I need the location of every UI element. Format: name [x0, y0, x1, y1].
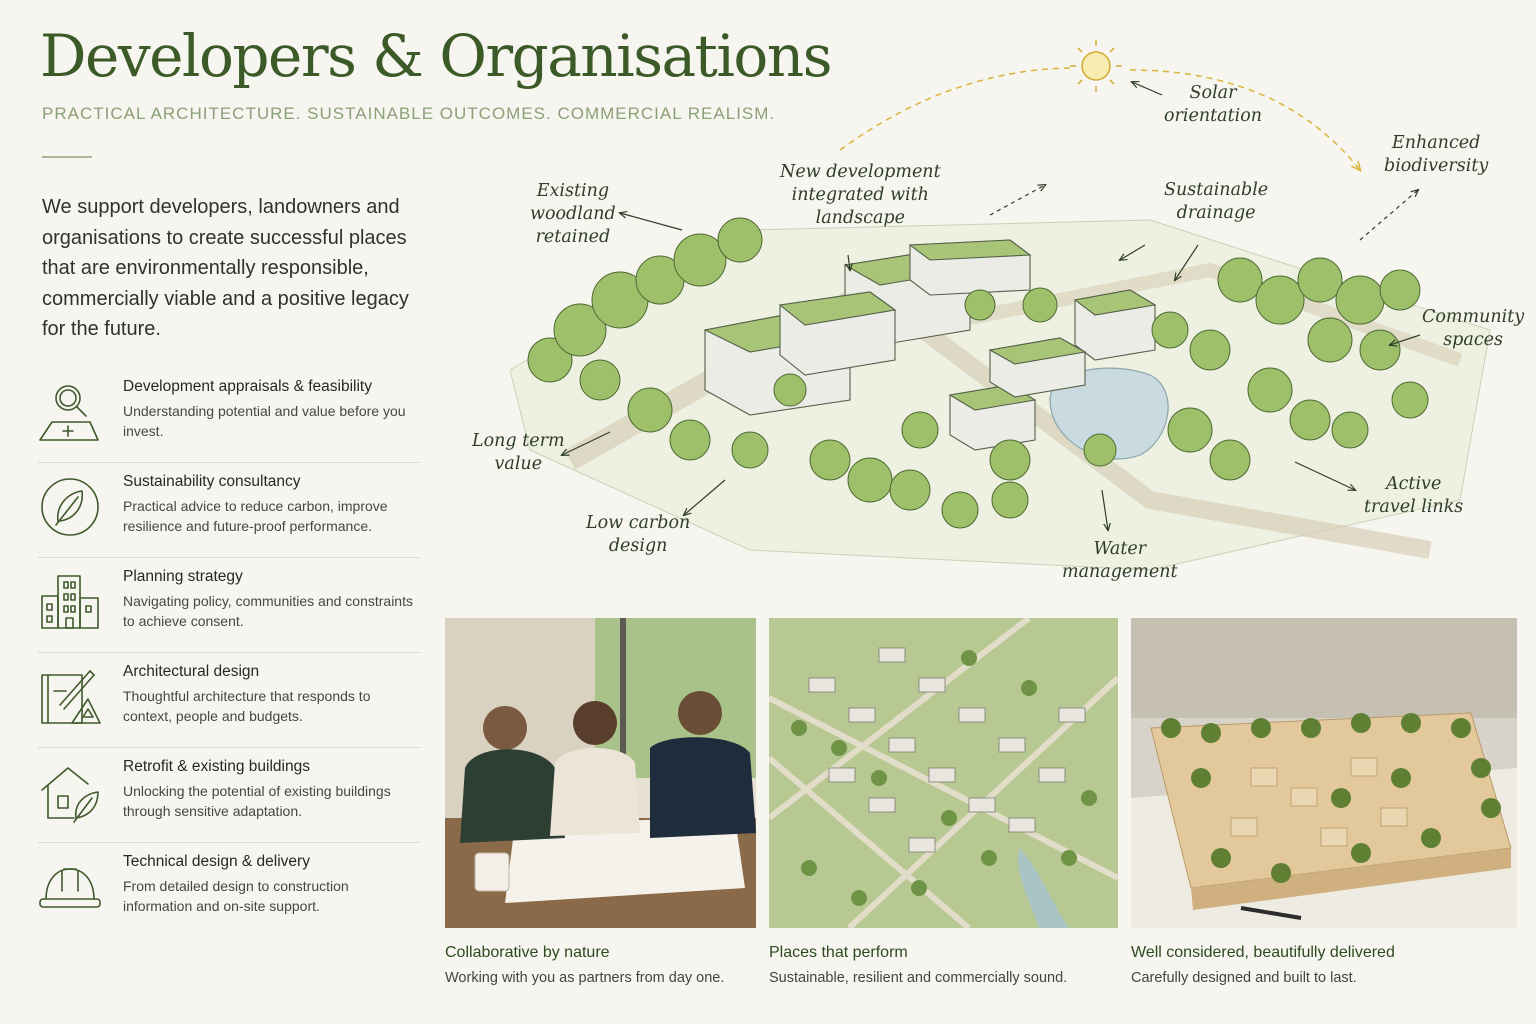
- sun-icon: [1070, 40, 1122, 92]
- annotation-low-carbon: Low carbon design: [586, 513, 691, 556]
- service-description: Thoughtful architecture that responds to…: [123, 688, 371, 724]
- annotation-water-management: Water management: [1062, 539, 1178, 582]
- annotation-active-travel: Active travel links: [1364, 474, 1464, 517]
- house-leaf-icon: [38, 760, 102, 824]
- service-item[interactable]: Technical design & delivery From detaile…: [38, 843, 420, 938]
- scale-model-photo: [1131, 618, 1517, 928]
- services-list: Development appraisals & feasibility Und…: [38, 368, 420, 938]
- card-description: Carefully designed and built to last.: [1131, 970, 1357, 986]
- service-title: Sustainability consultancy: [123, 473, 301, 490]
- annotation-new-development: New development integrated with landscap…: [780, 162, 941, 228]
- service-title: Architectural design: [123, 663, 260, 680]
- card-title: Places that perform: [769, 944, 908, 961]
- annotation-solar-orientation: Solar orientation: [1164, 83, 1263, 126]
- service-description: From detailed design to construction inf…: [123, 878, 349, 914]
- aerial-development-photo: [769, 618, 1118, 928]
- service-item[interactable]: Architectural design Thoughtful architec…: [38, 653, 420, 748]
- service-title: Development appraisals & feasibility: [123, 378, 372, 395]
- card-description: Sustainable, resilient and commercially …: [769, 970, 1068, 986]
- card-title: Collaborative by nature: [445, 944, 610, 961]
- service-description: Practical advice to reduce carbon, impro…: [123, 498, 388, 534]
- service-description: Understanding potential and value before…: [123, 403, 406, 439]
- collaboration-photo: [445, 618, 756, 928]
- service-description: Unlocking the potential of existing buil…: [123, 783, 391, 819]
- annotation-sustainable-drainage: Sustainable drainage: [1164, 180, 1269, 223]
- card-description: Working with you as partners from day on…: [445, 970, 725, 986]
- buildings-icon: [38, 570, 102, 634]
- card-title: Well considered, beautifully delivered: [1131, 944, 1395, 961]
- leaf-circle-icon: [38, 475, 102, 539]
- service-item[interactable]: Retrofit & existing buildings Unlocking …: [38, 748, 420, 843]
- masterplan-illustration: [509, 40, 1491, 571]
- service-title: Planning strategy: [123, 568, 243, 585]
- drawing-tools-icon: [38, 665, 102, 729]
- page-title: Developers & Organisations: [40, 22, 832, 90]
- service-title: Retrofit & existing buildings: [123, 758, 310, 775]
- annotation-community-spaces: Community spaces: [1422, 307, 1525, 350]
- magnifier-map-icon: [38, 380, 102, 444]
- divider: [42, 156, 92, 158]
- hard-hat-icon: [38, 855, 102, 919]
- service-description: Navigating policy, communities and const…: [123, 593, 413, 629]
- intro-text: We support developers, landowners and or…: [42, 196, 409, 340]
- annotation-woodland: Existing woodland retained: [530, 181, 616, 247]
- tagline: PRACTICAL ARCHITECTURE. SUSTAINABLE OUTC…: [42, 104, 776, 123]
- service-item[interactable]: Planning strategy Navigating policy, com…: [38, 558, 420, 653]
- service-item[interactable]: Development appraisals & feasibility Und…: [38, 368, 420, 463]
- service-title: Technical design & delivery: [123, 853, 310, 870]
- service-item[interactable]: Sustainability consultancy Practical adv…: [38, 463, 420, 558]
- annotation-enhanced-biodiversity: Enhanced biodiversity: [1384, 133, 1489, 176]
- masterplan-sketch: Solar orientation Enhanced biodiversity …: [450, 30, 1530, 610]
- annotation-long-term-value: Long term value: [472, 431, 565, 474]
